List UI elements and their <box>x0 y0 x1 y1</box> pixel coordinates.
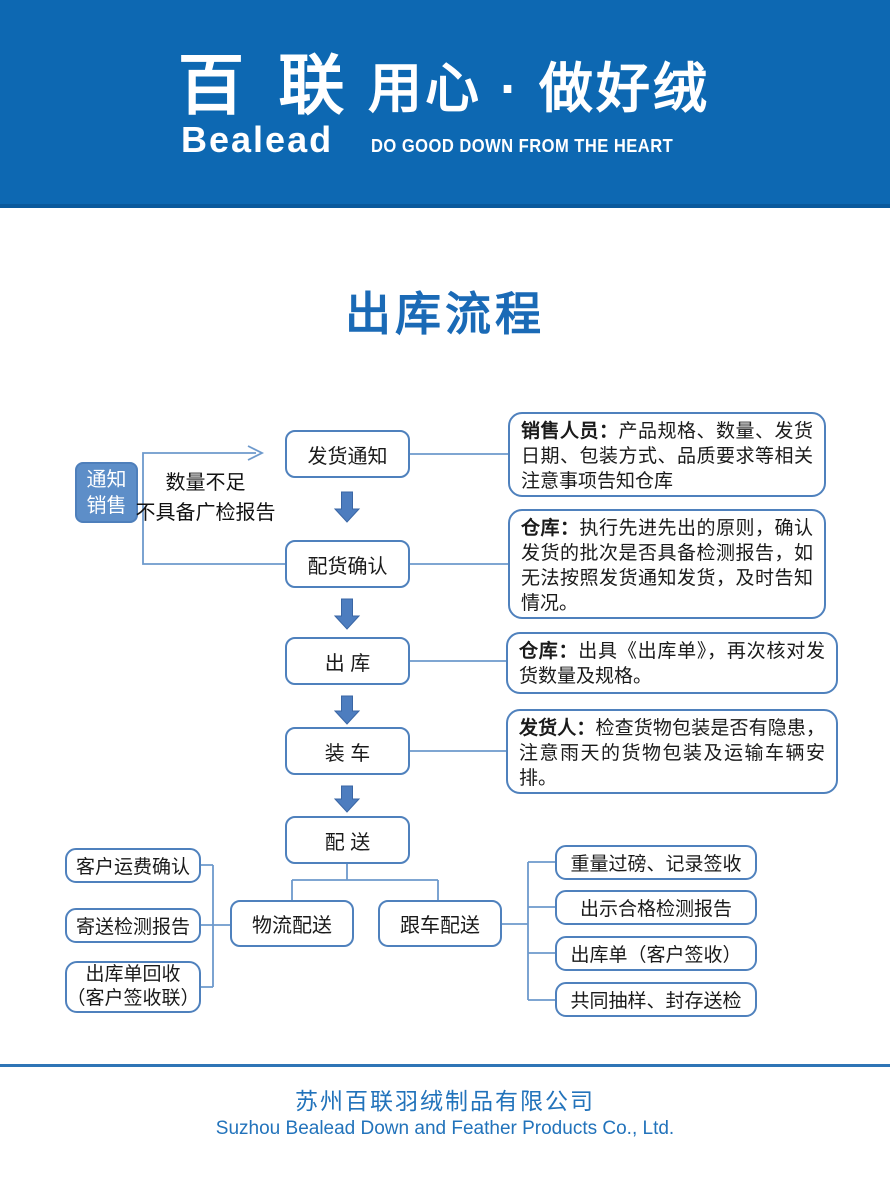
annotation-lead: 发货人： <box>519 718 596 739</box>
slogan-chinese: 用心 · 做好绒 <box>368 59 710 119</box>
task-joint-sampling: 共同抽样、封存送检 <box>555 982 757 1017</box>
down-arrow <box>333 695 361 725</box>
annotation-text: 检查货物包装是否有隐患，注意雨天的货物包装及运输车辆安排。 <box>519 718 825 789</box>
node-delivery: 配 送 <box>285 816 410 864</box>
feedback-note-line2: 不具备广检报告 <box>135 502 276 524</box>
notify-sales-line2: 销售 <box>86 494 127 517</box>
node-shipping-notice: 发货通知 <box>285 430 410 478</box>
node-truck-delivery: 跟车配送 <box>378 900 502 947</box>
footer-rule <box>0 1064 890 1067</box>
down-arrow <box>333 785 361 813</box>
slogan-english: DO GOOD DOWN FROM THE HEART <box>371 136 674 156</box>
header-band: 百联 Bealead 用心 · 做好绒 DO GOOD DOWN FROM TH… <box>0 0 890 208</box>
company-name-en: Suzhou Bealead Down and Feather Products… <box>215 1118 675 1139</box>
task-freight-confirm: 客户运费确认 <box>65 848 201 883</box>
feedback-note-line1: 数量不足 <box>165 472 246 494</box>
truck-task-wires <box>502 861 555 1001</box>
task-mail-report: 寄送检测报告 <box>65 908 201 943</box>
annotation-shipper: 发货人：检查货物包装是否有隐患，注意雨天的货物包装及运输车辆安排。 <box>506 709 838 794</box>
annotation-warehouse-docs: 仓库：出具《出库单》，再次核对发货数量及规格。 <box>506 632 838 694</box>
annotation-lead: 仓库： <box>519 641 579 662</box>
annotation-lead: 销售人员： <box>521 421 619 442</box>
annotation-warehouse-fifo: 仓库：执行先进先出的原则，确认发货的批次是否具备检测报告，如无法按照发货通知发货… <box>508 509 826 619</box>
down-arrow <box>333 491 361 523</box>
node-logistics-delivery: 物流配送 <box>230 900 354 947</box>
annotation-lead: 仓库： <box>521 518 580 539</box>
down-arrow <box>333 598 361 630</box>
company-name-cn: 苏州百联羽绒制品有限公司 <box>295 1088 595 1114</box>
page-title: 出库流程 <box>345 288 545 340</box>
logistics-task-wires <box>201 864 230 988</box>
task-doc-recycle-line1: 出库单回收 <box>85 964 181 985</box>
task-weighing-sign: 重量过磅、记录签收 <box>555 845 757 880</box>
annotation-text: 出具《出库单》，再次核对发货数量及规格。 <box>519 641 825 687</box>
node-notify-sales: 通知 销售 <box>75 462 138 523</box>
feedback-line <box>142 452 285 565</box>
feedback-note: 数量不足 不具备广检报告 <box>118 468 293 528</box>
task-customer-sign: 出库单（客户签收） <box>555 936 757 971</box>
annotation-text: 执行先进先出的原则，确认发货的批次是否具备检测报告，如无法按照发货通知发货，及时… <box>521 518 813 614</box>
node-loading: 装 车 <box>285 727 410 775</box>
annotation-text: 产品规格、数量、发货日期、包装方式、品质要求等相关注意事项告知仓库 <box>521 421 813 492</box>
node-picking-confirm: 配货确认 <box>285 540 410 588</box>
feedback-arrowhead <box>247 445 265 461</box>
task-doc-recycle-line2: （客户签收联） <box>66 988 200 1009</box>
logo-latin: Bealead <box>181 119 334 160</box>
node-outbound: 出 库 <box>285 637 410 685</box>
task-show-report: 出示合格检测报告 <box>555 890 757 925</box>
delivery-split <box>291 864 439 900</box>
logo-chinese: 百联 <box>178 48 379 122</box>
task-doc-recycle: 出库单回收 （客户签收联） <box>65 961 201 1013</box>
notify-sales-line1: 通知 <box>86 468 127 491</box>
annotation-sales-staff: 销售人员：产品规格、数量、发货日期、包装方式、品质要求等相关注意事项告知仓库 <box>508 412 826 497</box>
